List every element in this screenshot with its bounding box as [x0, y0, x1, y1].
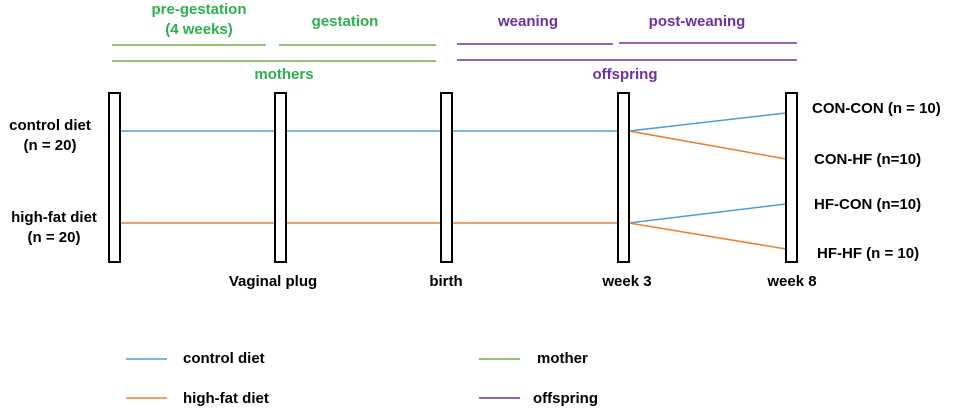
con-con-branch	[628, 112, 787, 132]
high-fat-diet-label: high-fat diet (n = 20)	[11, 209, 97, 246]
start-bar	[108, 92, 121, 263]
week3-label: week 3	[602, 273, 652, 290]
mothers-label: mothers	[254, 66, 314, 83]
legend-control-diet-label: control diet	[183, 350, 265, 367]
con-hf-branch	[628, 130, 787, 160]
hf-hf-label: HF-HF (n = 10)	[817, 245, 920, 262]
legend-offspring-label: offspring	[533, 390, 598, 407]
hf-con-label: HF-CON (n=10)	[814, 196, 922, 213]
weaning-label: weaning	[497, 13, 559, 30]
post-weaning-label: post-weaning	[648, 13, 746, 30]
gestation-label: gestation	[311, 13, 379, 30]
pregestation-label: pre-gestation (4 weeks)	[151, 1, 247, 38]
hf-con-branch	[628, 203, 787, 224]
week8-label: week 8	[767, 273, 817, 290]
hf-hf-branch	[628, 222, 787, 250]
vaginal-plug-bar	[274, 92, 287, 263]
con-hf-label: CON-HF (n=10)	[814, 151, 922, 168]
birth-label: birth	[429, 273, 463, 290]
con-con-label: CON-CON (n = 10)	[812, 100, 941, 117]
week3-bar	[617, 92, 630, 263]
vaginal-plug-label: Vaginal plug	[228, 273, 318, 290]
control-diet-label: control diet (n = 20)	[9, 117, 91, 154]
week8-bar	[785, 92, 798, 263]
legend-mother-label: mother	[537, 350, 588, 367]
offspring-label: offspring	[592, 66, 658, 83]
birth-bar	[440, 92, 453, 263]
legend-high-fat-diet-label: high-fat diet	[183, 390, 269, 407]
